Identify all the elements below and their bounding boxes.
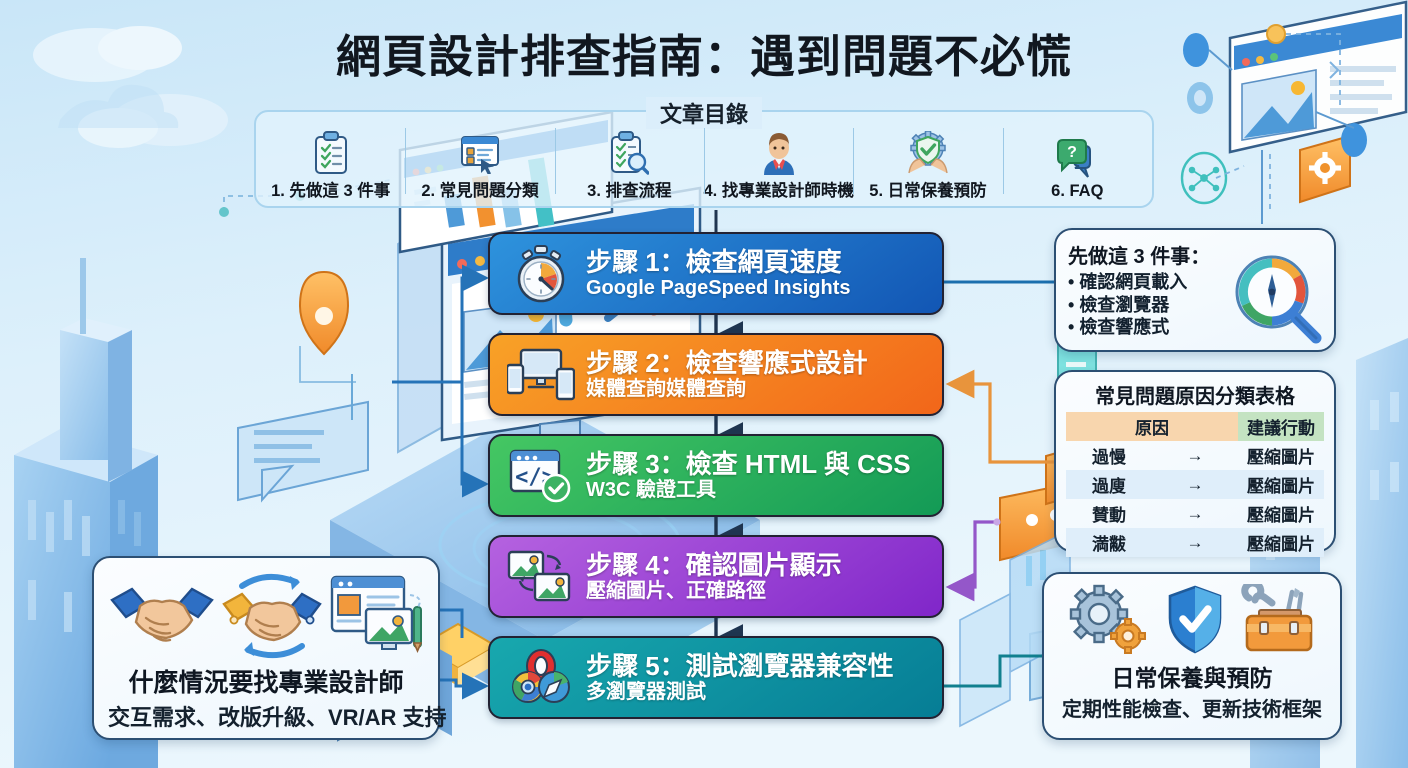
card-subtitle: 交互需求、改版升級、VR/AR 支持 [108,705,447,730]
cell-cause: 賛動 [1092,506,1126,525]
card-title: 常見問題原因分類表格 [1095,386,1295,408]
cell-action: 壓縮圖片 [1238,470,1324,499]
table-header-row: 原因 建議行動 [1066,412,1324,441]
step-subtitle: W3C 驗證工具 [586,478,716,501]
stopwatch-icon [502,241,580,307]
step-subtitle: 媒體查詢媒體查詢 [586,377,746,400]
table-row: 過廋 → 壓縮圖片 [1066,470,1324,499]
page-title: 網頁設計排查指南：遇到問題不必慌 [335,31,1072,82]
handshake-refresh-icon [222,573,322,658]
code-window-check-icon: </> [502,443,580,509]
toc-item-3[interactable]: 3. 排查流程 [554,112,704,206]
cell-action: 壓縮圖片 [1238,528,1324,557]
toc-item-6[interactable]: ? 6. FAQ [1002,112,1152,206]
magnifier-gauge-icon [1228,250,1326,353]
question-chat-bubbles-icon: ? [1055,135,1099,181]
images-swap-icon [502,544,580,610]
card-title: 日常保養與預防 [1111,665,1273,691]
step-subtitle: Google PageSpeed Insights [586,276,851,299]
step-3[interactable]: </> 步驟 3：檢查 HTML 與 CSS W3C 驗證工具 [488,434,944,517]
step-2[interactable]: 步驟 2：檢查響應式設計 媒體查詢媒體查詢 [488,333,944,416]
cause-action-table: 原因 建議行動 過慢 → 壓縮圖片 過廋 → 壓縮圖片 賛動 → 壓縮圖片 満黻 [1066,412,1324,557]
maintenance-icons [1056,584,1328,656]
toc-label: 1. 先做這 3 件事 [271,182,391,200]
gears-icon [1069,584,1146,654]
cell-arrow: → [1186,503,1204,523]
designer-person-icon [758,130,800,176]
browser-list-cursor-icon [459,130,501,176]
step-title: 步驟 4：確認圖片顯示 [586,549,842,580]
cell-cause: 満黻 [1066,528,1152,557]
step-title: 步驟 3：檢查 HTML 與 CSS [586,448,911,479]
cell-arrow: → [1186,445,1204,465]
toc-item-5[interactable]: 5. 日常保養預防 [853,112,1002,206]
step-title: 步驟 5：測試瀏覽器兼容性 [586,650,894,681]
svg-text:?: ? [1067,144,1077,161]
toc-item-4[interactable]: 4. 找專業設計師時機 [703,112,854,206]
browser-logos-icon [502,645,580,711]
maintenance-card: 日常保養與預防 定期性能檢查、更新技術框架 [1042,572,1342,740]
cell-arrow: → [1152,470,1238,499]
toc-label: 5. 日常保養預防 [869,182,987,200]
step-4[interactable]: 步驟 4：確認圖片顯示 壓縮圖片、正確路徑 [488,535,944,618]
toc-label: 3. 排查流程 [587,182,672,200]
responsive-devices-icon [502,342,580,408]
handshake-icon [110,586,214,642]
step-1[interactable]: 步驟 1：檢查網頁速度 Google PageSpeed Insights [488,232,944,315]
header-cause: 原因 [1066,412,1238,441]
step-5[interactable]: 步驟 5：測試瀏覽器兼容性 多瀏覽器測試 [488,636,944,719]
toolbox-icon [1241,584,1313,652]
cell-cause: 過慢 [1092,448,1126,467]
toc-label: 4. 找專業設計師時機 [703,182,854,200]
clipboard-magnifier-icon [609,130,650,176]
web-layout-design-icon [330,575,422,653]
table-row: 賛動 → 壓縮圖片 [1066,499,1324,528]
cell-action: 壓縮圖片 [1247,506,1315,525]
hands-shield-check-icon [905,130,951,176]
toc-label: 2. 常見問題分類 [421,182,539,200]
toc-item-1[interactable]: 1. 先做這 3 件事 [256,112,405,206]
cell-arrow: → [1152,528,1238,557]
card-title: 什麼情況要找專業設計師 [128,669,404,697]
step-title: 步驟 1：檢查網頁速度 [586,246,842,277]
first-three-things-card: 先做這 3 件事： 確認網頁載入 檢查瀏覽器 檢查響應式 [1054,228,1336,352]
table-of-contents: 文章目錄 1. 先做這 3 件事 [254,97,1154,208]
cause-classification-card: 常見問題原因分類表格 原因 建議行動 過慢 → 壓縮圖片 過廋 → 壓縮圖片 賛… [1054,370,1336,557]
step-title: 步驟 2：檢查響應式設計 [586,347,868,378]
clipboard-checklist-icon [312,130,350,176]
table-row: 満黻 → 壓縮圖片 [1066,528,1324,557]
cell-action: 壓縮圖片 [1247,448,1315,467]
card-subtitle: 定期性能檢查、更新技術框架 [1062,699,1322,721]
step-subtitle: 多瀏覽器測試 [586,680,706,703]
table-row: 過慢 → 壓縮圖片 [1066,441,1324,470]
designer-card: 什麼情況要找專業設計師 交互需求、改版升級、VR/AR 支持 [92,556,447,740]
steps-flow: 步驟 1：檢查網頁速度 Google PageSpeed Insights 步驟… [488,232,944,719]
cell-cause: 過廋 [1066,470,1152,499]
step-subtitle: 壓縮圖片、正確路徑 [586,579,766,602]
designer-icons [108,568,424,663]
header-action: 建議行動 [1238,412,1324,441]
toc-label: 6. FAQ [1051,182,1104,200]
toc-item-2[interactable]: 2. 常見問題分類 [405,112,554,206]
shield-check-icon [1168,585,1222,654]
